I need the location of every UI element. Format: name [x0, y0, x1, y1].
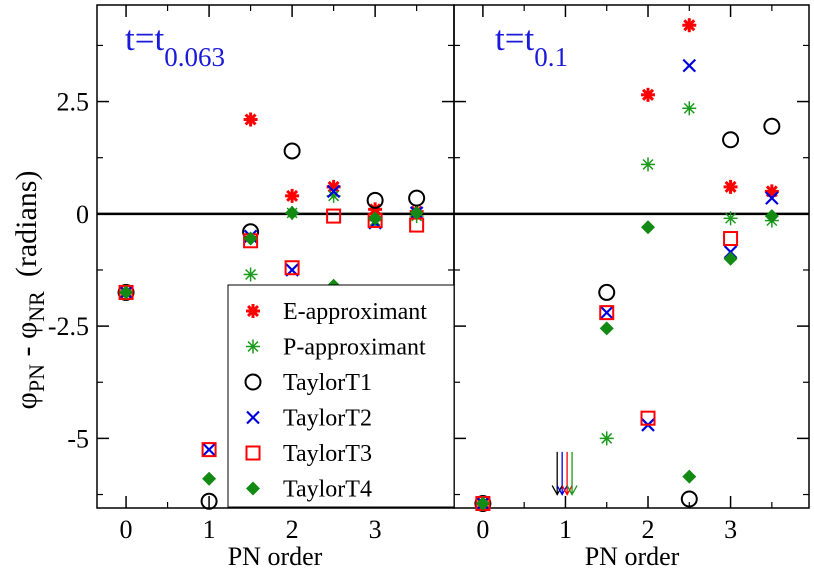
y-axis-label: φPN - φNR (radians) — [10, 171, 49, 410]
right-point-taylort2 — [765, 191, 779, 205]
right-x-axis-label: PN order — [585, 542, 680, 571]
right-point-taylort4 — [682, 469, 697, 484]
right-point-taylort4 — [599, 321, 614, 336]
right-point-e-approximant — [682, 18, 697, 33]
left-panel-title: t=t0.063 — [125, 19, 225, 72]
right-arrow — [551, 451, 563, 496]
right-x-tick-label: 2 — [642, 515, 655, 544]
right-point-e-approximant — [764, 184, 779, 199]
legend-marker-e-approximant — [246, 304, 260, 318]
left-point-taylort2 — [326, 184, 341, 199]
legend-marker-taylort4 — [246, 481, 260, 496]
right-x-tick-label: 0 — [476, 515, 489, 544]
legend-label-p-approximant: P-approximant — [283, 335, 426, 361]
left-point-taylort3 — [284, 260, 300, 276]
left-point-taylort1 — [283, 142, 301, 160]
left-series-e-approximant — [119, 112, 424, 300]
right-x-tick-label: 3 — [724, 515, 737, 544]
right-point-taylort4 — [723, 251, 738, 266]
left-title-sub: 0.063 — [164, 42, 225, 72]
left-point-e-approximant — [285, 188, 300, 203]
left-x-tick-label: 0 — [120, 515, 133, 544]
ylabel-phi: φ — [10, 392, 43, 409]
left-x-axis-label: PN order — [228, 542, 323, 571]
legend-marker-taylort1 — [244, 373, 262, 391]
right-point-taylort2 — [599, 305, 614, 320]
ylabel-unit: (radians) — [10, 171, 43, 278]
left-point-e-approximant — [243, 112, 258, 127]
right-point-taylort1 — [722, 131, 740, 149]
right-point-p-approximant — [682, 101, 697, 116]
right-point-taylort1 — [598, 283, 616, 301]
left-point-taylort1 — [408, 189, 426, 207]
legend-label-taylort4: TaylorT4 — [283, 477, 372, 503]
right-series-taylort3 — [475, 231, 739, 512]
left-panel: 0 1 2 3 2.5 0 -2.5 -5 t=t0.063 PN order — [48, 4, 455, 571]
legend-label-taylort1: TaylorT1 — [283, 370, 372, 396]
right-point-taylort4 — [764, 209, 779, 224]
left-point-taylort4 — [285, 205, 300, 220]
right-point-taylort3 — [640, 410, 656, 426]
left-point-taylort4 — [119, 285, 134, 300]
right-point-taylort3 — [723, 231, 739, 247]
legend: E-approximantP-approximantTaylorT1Taylor… — [227, 284, 455, 508]
left-point-taylort4 — [368, 211, 383, 226]
right-title-sub: 0.1 — [534, 42, 568, 72]
left-point-taylort4 — [243, 231, 258, 246]
right-point-p-approximant — [599, 431, 614, 446]
ylabel-sub-pn: PN — [24, 364, 49, 392]
right-point-p-approximant — [641, 157, 656, 172]
right-x-tick-label: 1 — [559, 515, 572, 544]
right-point-p-approximant — [723, 211, 738, 226]
ylabel-sub-nr: NR — [24, 291, 49, 322]
right-series-p-approximant — [475, 101, 779, 511]
right-title-main: t=t — [495, 19, 534, 58]
right-point-taylort1 — [763, 117, 781, 135]
y-tick-label: 2.5 — [57, 88, 90, 117]
y-tick-label: -5 — [67, 424, 89, 453]
right-series-taylort2 — [476, 58, 779, 511]
left-x-tick-label: 3 — [369, 515, 382, 544]
left-point-p-approximant — [243, 267, 258, 282]
legend-label-taylort2: TaylorT2 — [283, 406, 372, 432]
left-point-taylort4 — [202, 471, 217, 486]
right-point-taylort3 — [599, 305, 615, 321]
left-point-taylort4 — [409, 205, 424, 220]
left-point-taylort3 — [326, 208, 342, 224]
right-arrow — [556, 451, 568, 496]
legend-marker-taylort2 — [246, 410, 260, 425]
left-x-tick-label: 2 — [286, 515, 299, 544]
legend-label-e-approximant: E-approximant — [283, 299, 427, 325]
legend-marker-taylort3 — [245, 445, 261, 461]
right-point-taylort4 — [475, 496, 490, 511]
left-title-main: t=t — [125, 19, 164, 58]
left-point-taylort1 — [366, 191, 384, 209]
legend-marker-p-approximant — [246, 339, 260, 354]
legend-box — [227, 284, 455, 508]
left-point-taylort1 — [200, 492, 218, 510]
right-arrow — [566, 451, 578, 496]
right-series-taylort1 — [474, 117, 781, 513]
right-point-taylort1 — [680, 490, 698, 508]
right-point-taylort2 — [682, 58, 697, 73]
right-panel-frame — [453, 4, 810, 509]
y-tick-label: -2.5 — [48, 312, 89, 341]
right-point-taylort4 — [641, 220, 656, 235]
right-arrow — [561, 451, 573, 496]
right-panel-title: t=t0.1 — [495, 19, 568, 72]
ylabel-minus-phi: - φ — [10, 322, 43, 364]
right-point-e-approximant — [723, 179, 738, 194]
right-series-e-approximant — [475, 18, 779, 511]
right-series-taylort4 — [475, 209, 779, 511]
right-point-e-approximant — [641, 87, 656, 102]
left-point-taylort3 — [201, 442, 217, 458]
y-tick-label: 0 — [76, 200, 89, 229]
left-x-tick-label: 1 — [203, 515, 216, 544]
right-panel: 0 1 2 3 t=t0.1 PN order — [453, 4, 810, 571]
legend-label-taylort3: TaylorT3 — [283, 441, 372, 467]
y-axis-label-text: φPN - φNR (radians) — [10, 171, 49, 410]
left-point-taylort2 — [202, 442, 216, 457]
